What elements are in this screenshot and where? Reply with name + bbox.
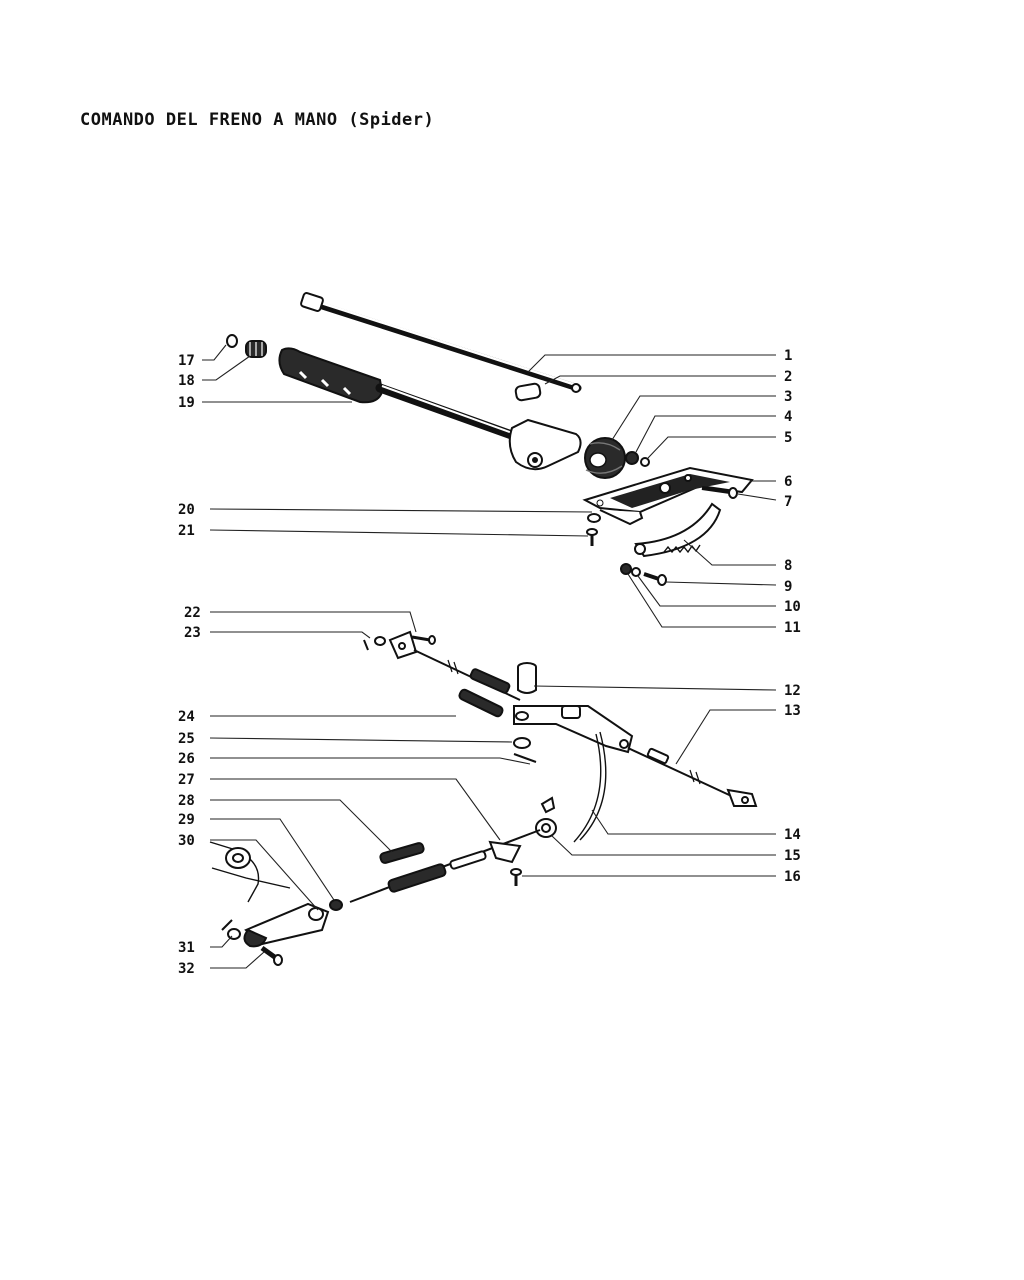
part-clip-27 (540, 796, 556, 814)
callout-5: 5 (784, 430, 792, 446)
part-pin-32 (260, 945, 283, 966)
callout-26: 26 (178, 751, 195, 767)
part-pin-12 (517, 662, 537, 694)
part-rear-cable-13 (627, 747, 758, 807)
part-boot-3 (584, 437, 626, 479)
part-handle-19 (278, 347, 582, 471)
callout-20: 20 (178, 502, 195, 518)
callout-18: 18 (178, 373, 195, 389)
part-bolt-7 (701, 486, 738, 499)
callout-23: 23 (184, 625, 201, 641)
callout-32: 32 (178, 961, 195, 977)
part-nut-11 (620, 563, 632, 575)
part-screw-16 (510, 868, 522, 886)
part-spring-28 (379, 842, 425, 864)
callout-1: 1 (784, 348, 792, 364)
leader-lines (202, 344, 777, 969)
callout-12: 12 (784, 683, 801, 699)
part-washer-17 (226, 334, 238, 348)
callout-14: 14 (784, 827, 801, 843)
part-equaliser (513, 705, 634, 843)
part-washer-10 (631, 567, 641, 577)
callout-4: 4 (784, 409, 792, 425)
part-nut-4 (625, 451, 639, 465)
callout-19: 19 (178, 395, 195, 411)
callout-2: 2 (784, 369, 792, 385)
part-pin-22 (411, 635, 436, 645)
callout-25: 25 (178, 731, 195, 747)
part-split-pin-26 (513, 753, 537, 763)
callout-labels: 1 2 3 4 5 6 7 8 9 10 11 12 13 14 15 16 1… (178, 348, 801, 977)
callout-15: 15 (784, 848, 801, 864)
part-lower-cable (349, 829, 541, 903)
part-lever-30 (209, 841, 330, 948)
callout-17: 17 (178, 353, 195, 369)
callout-9: 9 (784, 579, 792, 595)
part-washer-31 (221, 919, 241, 940)
callout-6: 6 (784, 474, 792, 490)
callout-3: 3 (784, 389, 792, 405)
callout-10: 10 (784, 599, 801, 615)
callout-11: 11 (784, 620, 801, 636)
part-front-cable (388, 630, 521, 701)
part-washer-5 (640, 457, 650, 467)
callout-24: 24 (178, 709, 195, 725)
part-screw-21 (586, 528, 598, 546)
callout-7: 7 (784, 494, 792, 510)
callout-21: 21 (178, 523, 195, 539)
part-sector-8 (634, 502, 722, 558)
callout-22: 22 (184, 605, 201, 621)
part-rod-1 (300, 292, 582, 393)
part-clamp-15 (535, 818, 557, 838)
part-bolt-9 (643, 572, 667, 586)
callout-16: 16 (784, 869, 801, 885)
part-split-pin-23 (363, 636, 386, 651)
callout-28: 28 (178, 793, 195, 809)
part-washer-20 (587, 513, 601, 523)
callout-31: 31 (178, 940, 195, 956)
callout-27: 27 (178, 772, 195, 788)
part-nut-29 (329, 899, 343, 911)
page-title: COMANDO DEL FRENO A MANO (Spider) (80, 110, 435, 130)
callout-13: 13 (784, 703, 801, 719)
callout-30: 30 (178, 833, 195, 849)
callout-8: 8 (784, 558, 792, 574)
part-spring-18 (245, 340, 267, 358)
callout-29: 29 (178, 812, 195, 828)
part-spring-24 (458, 688, 504, 718)
part-washer-25 (513, 737, 531, 749)
part-bushing-2 (514, 382, 542, 402)
